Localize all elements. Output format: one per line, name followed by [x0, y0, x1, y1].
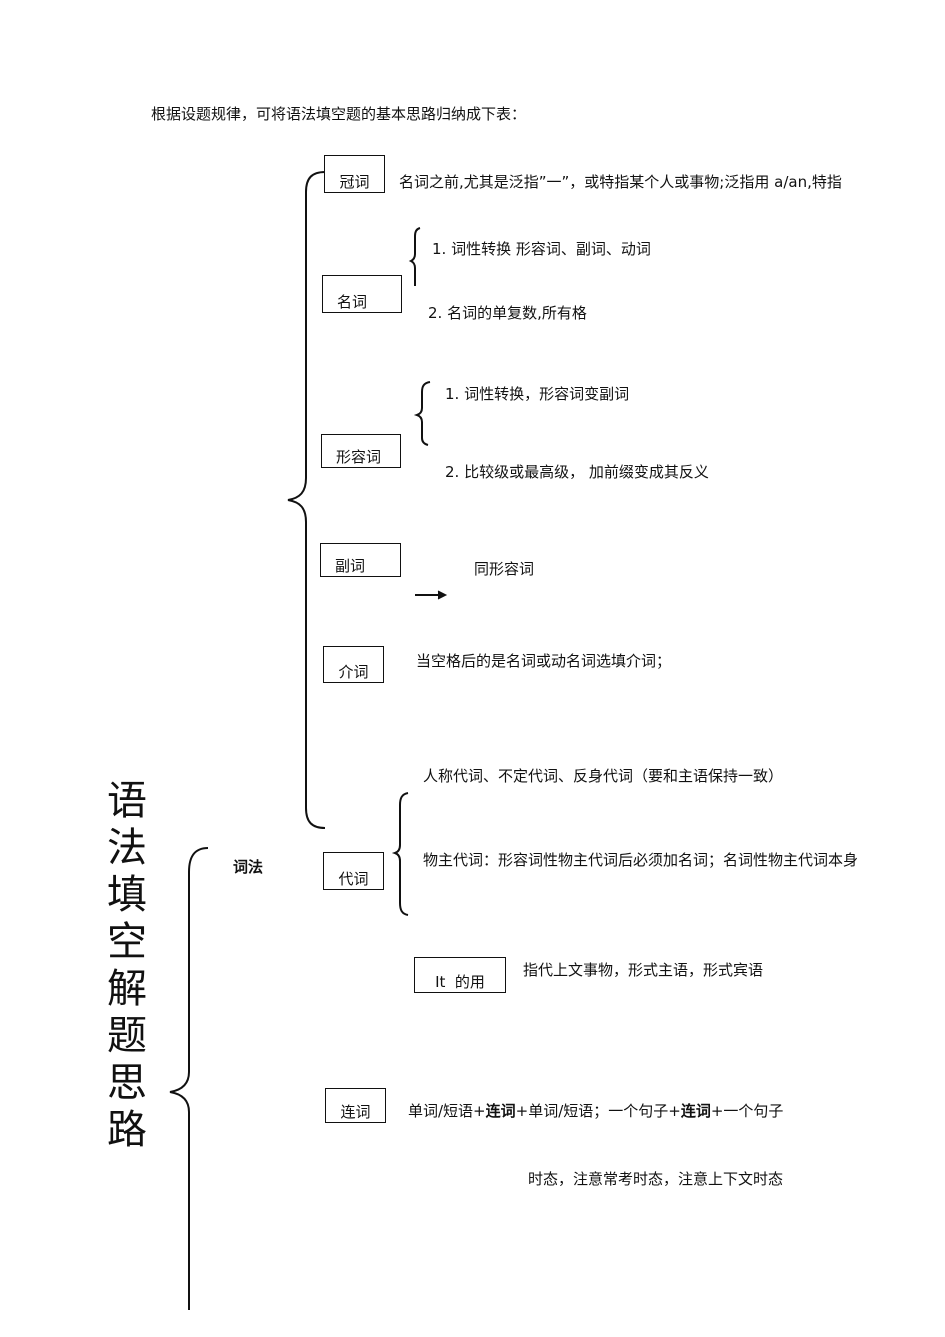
brace-pronoun: [391, 792, 409, 916]
article-text: 名词之前,尤其是泛指”一”，或特指某个人或事物;泛指用 a/an,特指: [399, 173, 842, 191]
it-usage-box: It 的用: [414, 957, 506, 993]
pronoun-box-label: 代词: [338, 870, 369, 888]
conjunction-box-label: 连词: [340, 1103, 371, 1121]
intro-text: 根据设题规律，可将语法填空题的基本思路归纳成下表：: [151, 105, 527, 123]
document-page: [8, 20, 939, 1337]
noun-box-label: 名词: [337, 293, 368, 311]
brace-upper: [287, 171, 326, 829]
conjunction-text: 单词/短语+连词+单词/短语；一个句子+连词+一个句子: [408, 1102, 783, 1120]
noun-item-2: 2. 名词的单复数,所有格: [428, 304, 587, 322]
brace-noun: [408, 227, 421, 286]
noun-item-1: 1. 词性转换 形容词、副词、动词: [432, 240, 651, 258]
pronoun-box: 代词: [323, 852, 384, 890]
it-usage-text: 指代上文事物，形式主语，形式宾语: [523, 961, 764, 979]
adjective-box-label: 形容词: [336, 448, 382, 466]
it-usage-box-label: It 的用: [435, 973, 485, 991]
noun-box: 名词: [322, 275, 402, 313]
adverb-box-label: 副词: [335, 557, 366, 575]
preposition-box: 介词: [323, 646, 384, 683]
adverb-box: 副词: [320, 543, 401, 577]
conjunction-text-c: +一个句子: [710, 1102, 784, 1120]
brace-adjective: [413, 381, 431, 446]
adverb-text: 同形容词: [474, 560, 535, 578]
conjunction-bold-1: 连词: [485, 1102, 516, 1120]
brace-main: [169, 847, 209, 1310]
conjunction-text-b: +单词/短语；一个句子+: [515, 1102, 681, 1120]
cifa-label: 词法: [233, 858, 264, 876]
adjective-item-1: 1. 词性转换，形容词变副词: [445, 385, 630, 403]
pronoun-item-1: 人称代词、不定代词、反身代词（要和主语保持一致）: [423, 767, 784, 785]
arrow-head: [437, 590, 448, 600]
conjunction-box: 连词: [325, 1088, 386, 1123]
tense-text: 时态，注意常考时态，注意上下文时态: [528, 1170, 784, 1188]
conjunction-bold-2: 连词: [680, 1102, 711, 1120]
preposition-box-label: 介词: [338, 663, 369, 681]
adjective-item-2: 2. 比较级或最高级， 加前缀变成其反义: [445, 463, 709, 481]
preposition-text: 当空格后的是名词或动名词选填介词；: [416, 652, 672, 670]
conjunction-text-a: 单词/短语+: [408, 1102, 486, 1120]
article-box-label: 冠词: [339, 173, 370, 191]
pronoun-item-2: 物主代词：形容词性物主代词后必须加名词；名词性物主代词本身: [423, 851, 859, 869]
vertical-title: 语法填空解题思路: [107, 778, 147, 1153]
article-box: 冠词: [324, 155, 385, 193]
adjective-box: 形容词: [321, 434, 401, 468]
